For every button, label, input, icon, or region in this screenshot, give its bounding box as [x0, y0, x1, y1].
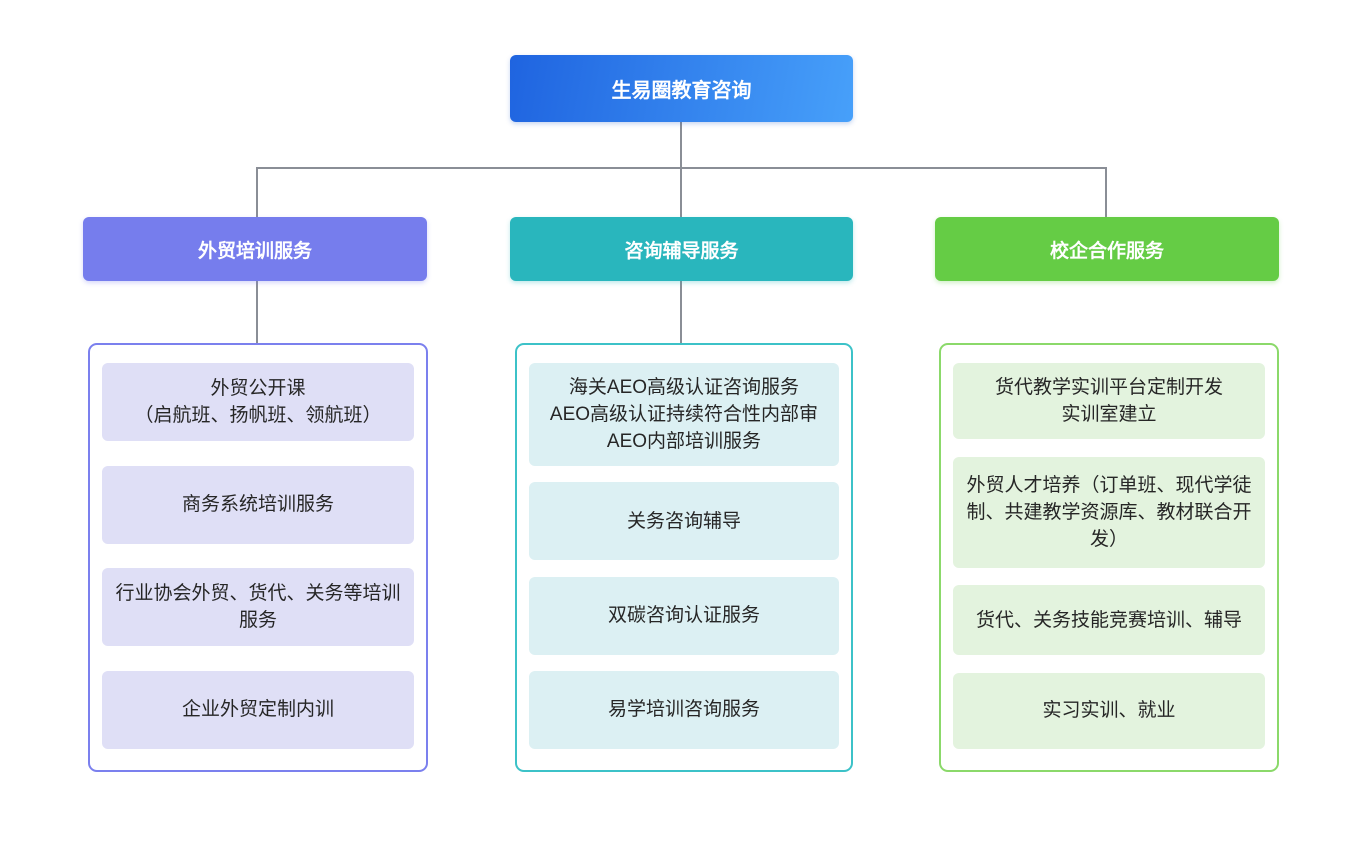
service-item: 货代、关务技能竞赛培训、辅导	[953, 585, 1265, 656]
branch-box-school-enterprise: 货代教学实训平台定制开发 实训室建立 外贸人才培养（订单班、现代学徒制、共建教学…	[939, 343, 1279, 772]
connector-drop-middle	[680, 167, 682, 218]
service-item: 双碳咨询认证服务	[529, 576, 839, 655]
branch-header-school-enterprise: 校企合作服务	[935, 217, 1279, 281]
root-node: 生易圈教育咨询	[510, 55, 853, 122]
branch-header-consulting: 咨询辅导服务	[510, 217, 853, 281]
service-item: 关务咨询辅导	[529, 482, 839, 561]
service-item: 易学培训咨询服务	[529, 670, 839, 749]
connector-drop-right	[1105, 167, 1107, 218]
service-item: 货代教学实训平台定制开发 实训室建立	[953, 363, 1265, 439]
branch-box-trade-training: 外贸公开课 （启航班、扬帆班、领航班） 商务系统培训服务 行业协会外贸、货代、关…	[88, 343, 428, 772]
branch-header-label: 咨询辅导服务	[624, 240, 739, 262]
service-item: 海关AEO高级认证咨询服务 AEO高级认证持续符合性内部审 AEO内部培训服务	[529, 363, 839, 466]
root-node-label: 生易圈教育咨询	[611, 80, 752, 102]
service-item: 企业外贸定制内训	[102, 670, 414, 749]
connector-header-box-middle	[680, 281, 682, 343]
branch-header-label: 外贸培训服务	[197, 240, 312, 262]
branch-header-label: 校企合作服务	[1049, 240, 1164, 262]
service-item: 行业协会外贸、货代、关务等培训服务	[102, 568, 414, 647]
service-item: 商务系统培训服务	[102, 465, 414, 544]
service-item: 外贸公开课 （启航班、扬帆班、领航班）	[102, 363, 414, 441]
connector-header-box-left	[256, 281, 258, 343]
branch-box-consulting: 海关AEO高级认证咨询服务 AEO高级认证持续符合性内部审 AEO内部培训服务 …	[515, 343, 853, 772]
service-item: 实习实训、就业	[953, 672, 1265, 749]
connector-drop-left	[256, 167, 258, 218]
branch-header-trade-training: 外贸培训服务	[83, 217, 427, 281]
connector-root-stem	[680, 122, 682, 168]
service-item: 外贸人才培养（订单班、现代学徒制、共建教学资源库、教材联合开发）	[953, 456, 1265, 568]
